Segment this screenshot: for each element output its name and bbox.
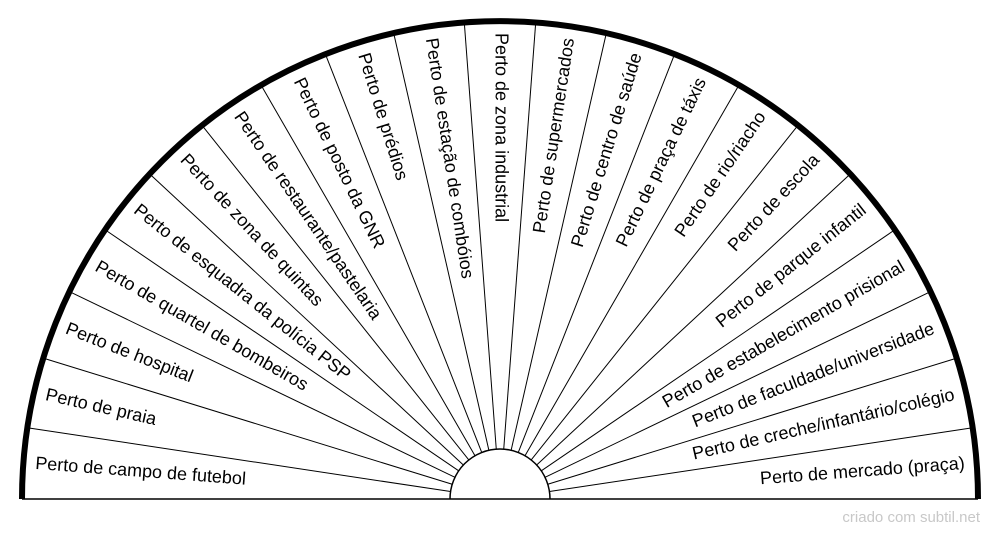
sector-divider (544, 291, 931, 478)
sector-label: Perto de estação de combóios (422, 37, 478, 280)
sector-label: Perto de campo de futebol (35, 453, 247, 489)
sector-divider (27, 427, 451, 493)
sector-divider (530, 124, 799, 461)
sector-divider (547, 357, 957, 485)
sector-label: Perto de supermercados (529, 37, 578, 235)
sector-label: Perto de hospital (63, 318, 196, 386)
inner-arc (449, 448, 551, 500)
sector-divider (541, 229, 896, 472)
sector-divider (536, 173, 851, 466)
credit-text: criado com subtil.net (842, 509, 980, 526)
sector-label: Perto de praia (44, 384, 160, 429)
sector-dividers (27, 22, 973, 493)
sector-divider (201, 124, 470, 461)
sector-label: Perto de mercado (praça) (759, 453, 965, 488)
sector-label: Perto de prédios (354, 50, 412, 182)
sector-divider (260, 84, 476, 456)
sector-divider (463, 22, 497, 450)
sector-divider (43, 357, 453, 485)
sector-divider (517, 53, 676, 453)
sector-label: Perto de zona industrial (491, 33, 511, 222)
sector-divider (549, 427, 973, 493)
sector-divider (503, 22, 537, 450)
sector-divider (324, 53, 483, 453)
sector-divider (510, 32, 607, 451)
sector-label: Perto de parque infantil (712, 200, 870, 332)
sector-divider (104, 229, 459, 472)
sector-divider (393, 32, 490, 451)
outer-arc (19, 18, 981, 500)
sector-divider (524, 84, 740, 456)
sector-divider (69, 291, 456, 478)
sector-divider (149, 173, 464, 466)
